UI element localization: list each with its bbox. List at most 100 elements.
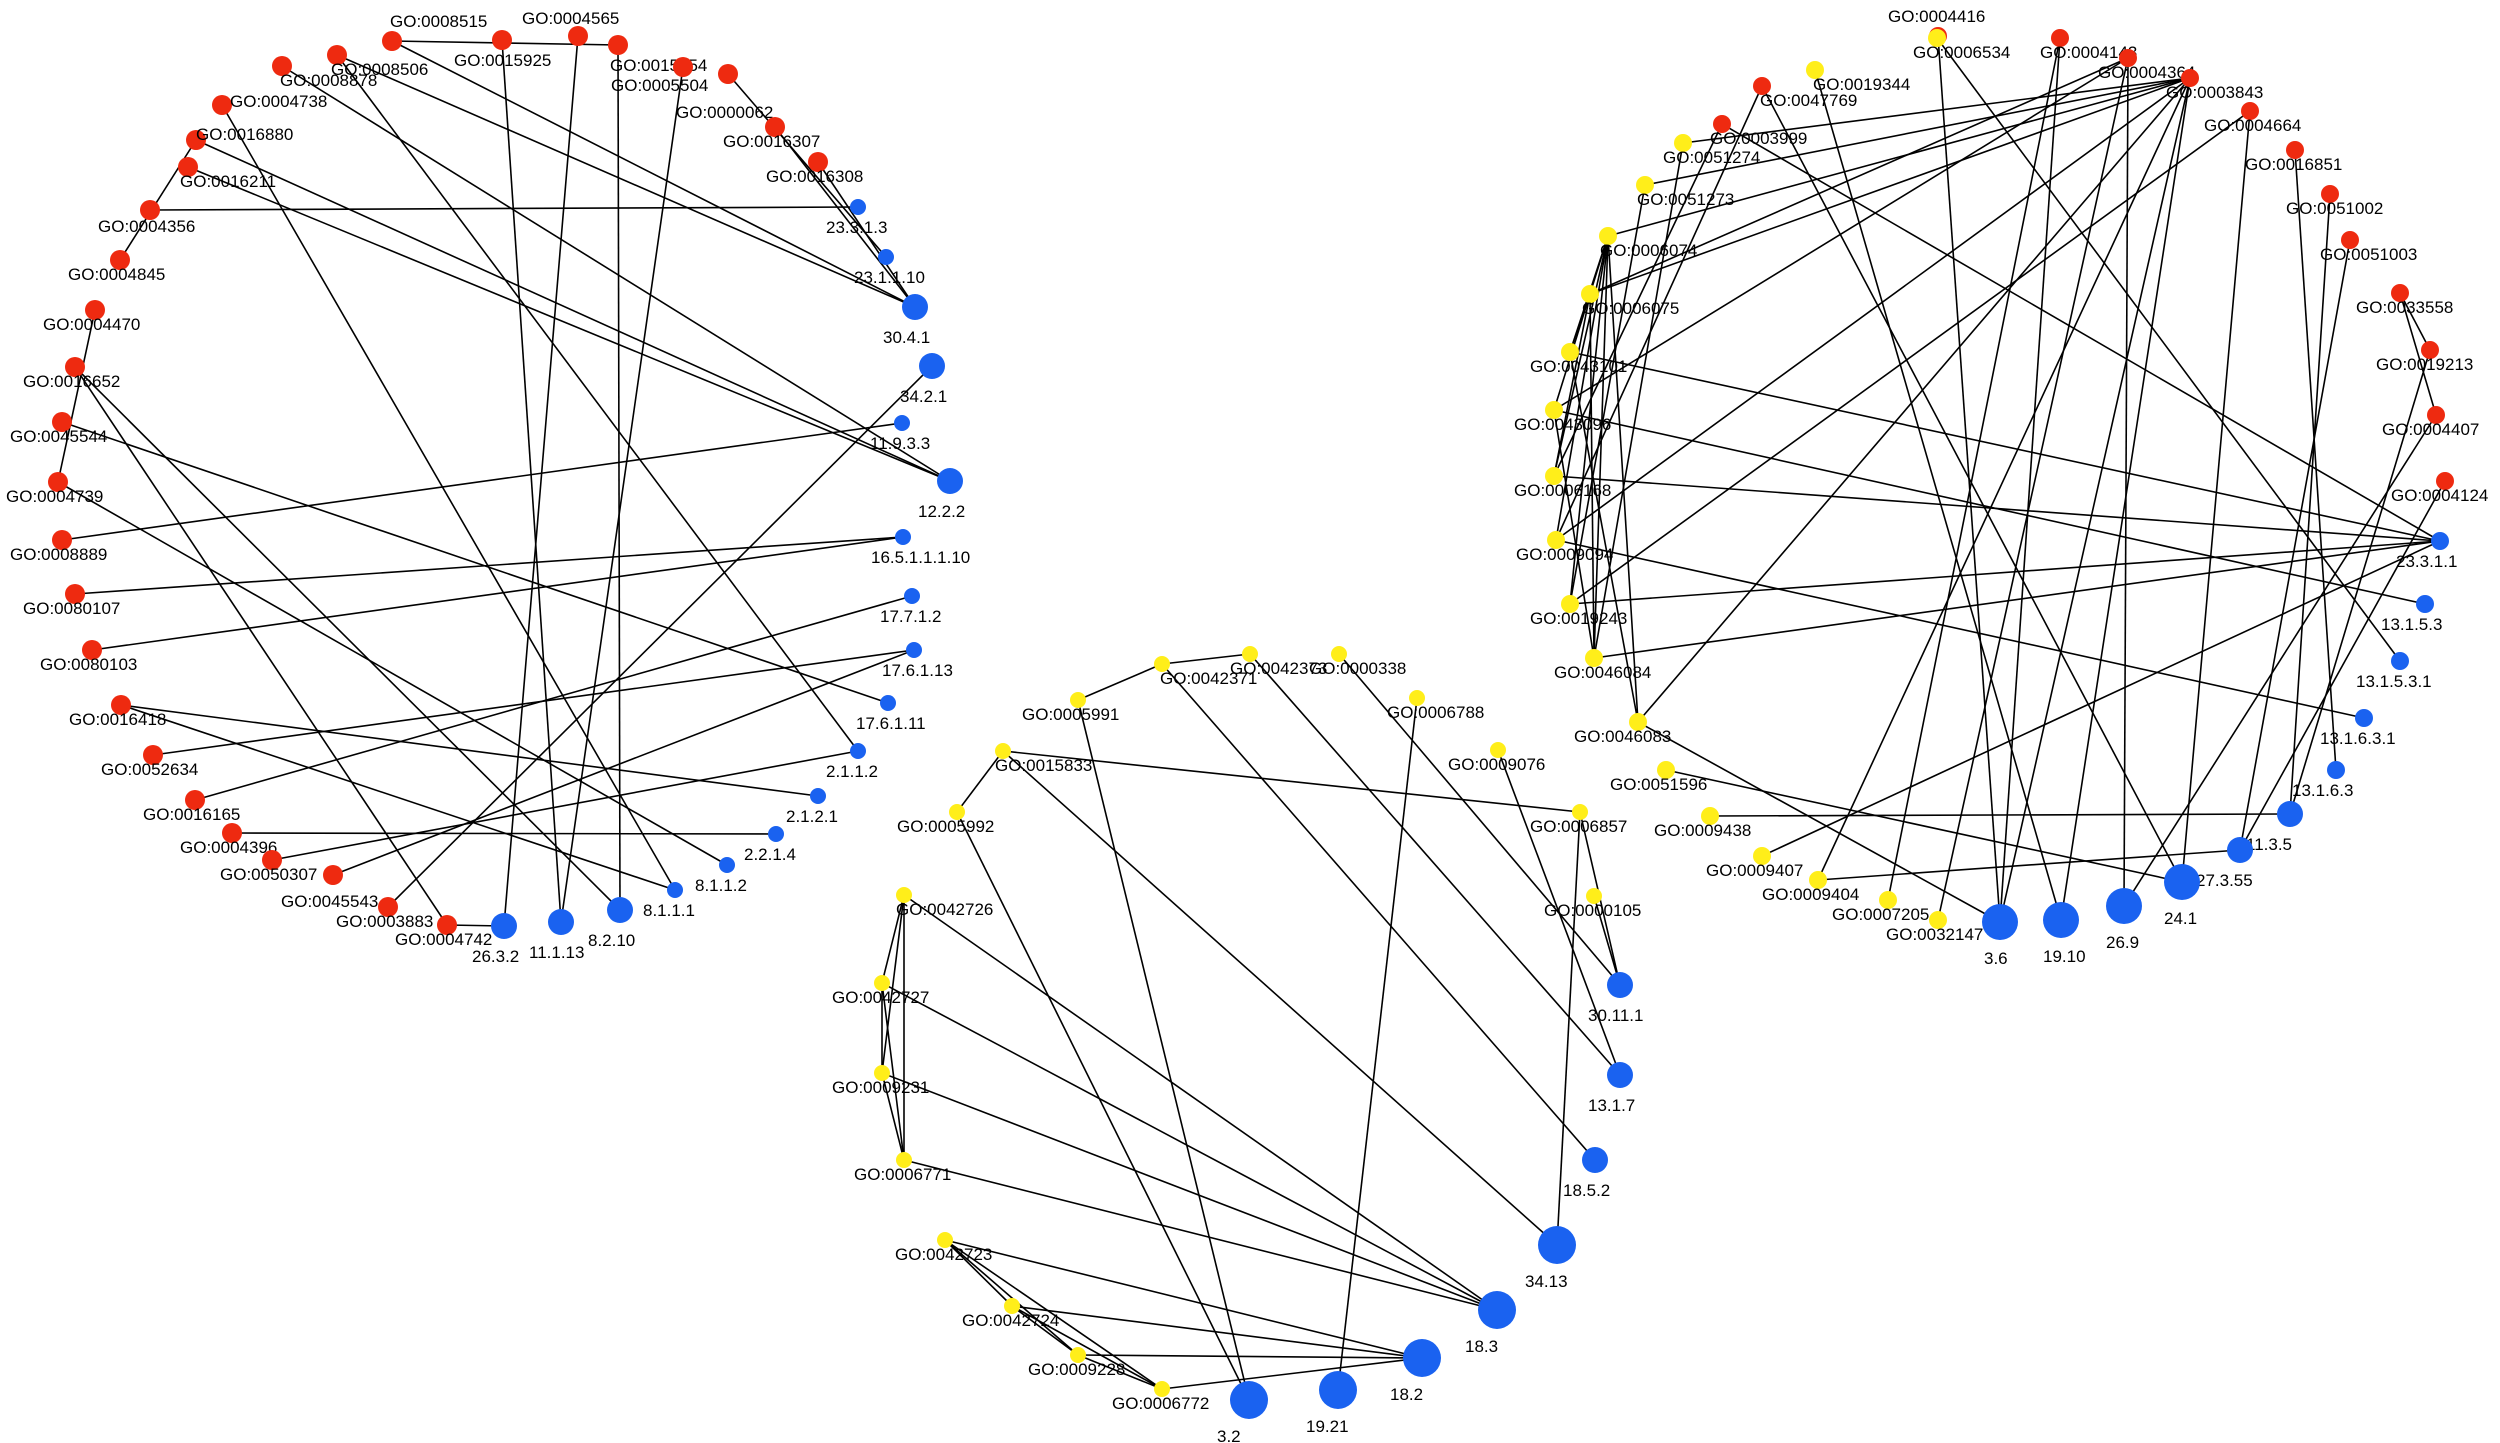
node-go-0016652[interactable] xyxy=(65,357,85,377)
node-26-9[interactable] xyxy=(2106,888,2142,924)
node-go-0004407[interactable] xyxy=(2427,406,2445,424)
node-go-0004738[interactable] xyxy=(212,95,232,115)
node-go-0004124[interactable] xyxy=(2436,472,2454,490)
node-go-0009438[interactable] xyxy=(1701,807,1719,825)
node-23-3-1-1[interactable] xyxy=(2431,532,2449,550)
node-go-0015925[interactable] xyxy=(492,30,512,50)
node-13-1-5-3-1[interactable] xyxy=(2391,652,2409,670)
node-26-3-2[interactable] xyxy=(491,913,517,939)
node-go-0016308[interactable] xyxy=(808,152,828,172)
node-go-0004396[interactable] xyxy=(222,823,242,843)
node-go-0051274[interactable] xyxy=(1674,134,1692,152)
node-11-9-3-3[interactable] xyxy=(894,415,910,431)
node-go-0042373[interactable] xyxy=(1242,646,1258,662)
node-34-2-1[interactable] xyxy=(919,353,945,379)
node-23-1-1-10[interactable] xyxy=(878,249,894,265)
node-go-0004470[interactable] xyxy=(85,300,105,320)
node-go-0005991[interactable] xyxy=(1070,692,1086,708)
node-go-0016165[interactable] xyxy=(185,790,205,810)
node-go-0015833[interactable] xyxy=(995,743,1011,759)
node-go-0005992[interactable] xyxy=(949,804,965,820)
node-go-0042726[interactable] xyxy=(896,887,912,903)
node-3-2[interactable] xyxy=(1230,1381,1268,1419)
node-go-0016880[interactable] xyxy=(186,130,206,150)
node-go-0006074[interactable] xyxy=(1599,227,1617,245)
node-go-0015154[interactable] xyxy=(608,35,628,55)
node-go-0003883[interactable] xyxy=(378,897,398,917)
node-go-0003999[interactable] xyxy=(1713,115,1731,133)
node-12-2-2[interactable] xyxy=(937,468,963,494)
node-27-3-55[interactable] xyxy=(2227,837,2253,863)
node-go-0006075[interactable] xyxy=(1581,285,1599,303)
node-go-0004143[interactable] xyxy=(2051,29,2069,47)
node-go-0009404[interactable] xyxy=(1809,871,1827,889)
node-2-1-2-1[interactable] xyxy=(810,788,826,804)
node-go-0045544[interactable] xyxy=(52,412,72,432)
node-go-0019243[interactable] xyxy=(1561,595,1579,613)
node-11-3-5[interactable] xyxy=(2277,801,2303,827)
node-go-0006168[interactable] xyxy=(1545,467,1563,485)
node-go-0042371[interactable] xyxy=(1154,656,1170,672)
node-go-0004742[interactable] xyxy=(437,915,457,935)
node-17-7-1-2[interactable] xyxy=(904,588,920,604)
node-go-0009407[interactable] xyxy=(1753,847,1771,865)
node-go-0006788[interactable] xyxy=(1409,690,1425,706)
node-18-3[interactable] xyxy=(1478,1291,1516,1329)
node-go-0046083[interactable] xyxy=(1629,713,1647,731)
node-go-0000062[interactable] xyxy=(718,64,738,84)
node-23-3-1-3[interactable] xyxy=(850,199,866,215)
node-go-0005504[interactable] xyxy=(673,57,693,77)
node-go-0045543[interactable] xyxy=(323,865,343,885)
node-19-21[interactable] xyxy=(1319,1371,1357,1409)
node-go-0006772[interactable] xyxy=(1154,1381,1170,1397)
node-go-0004664[interactable] xyxy=(2241,102,2259,120)
node-go-0004356[interactable] xyxy=(140,200,160,220)
node-go-0000338[interactable] xyxy=(1331,646,1347,662)
node-17-6-1-13[interactable] xyxy=(906,642,922,658)
node-go-0019213[interactable] xyxy=(2421,341,2439,359)
node-go-0016418[interactable] xyxy=(111,695,131,715)
node-go-0006857[interactable] xyxy=(1572,804,1588,820)
node-go-0051002[interactable] xyxy=(2321,185,2339,203)
node-18-2[interactable] xyxy=(1403,1339,1441,1377)
node-go-0004565[interactable] xyxy=(568,26,588,46)
node-13-1-7[interactable] xyxy=(1607,1062,1633,1088)
node-go-0042727[interactable] xyxy=(874,975,890,991)
node-go-0006534[interactable] xyxy=(1928,29,1946,47)
node-go-0004364[interactable] xyxy=(2119,49,2137,67)
node-13-1-6-3-1[interactable] xyxy=(2355,709,2373,727)
node-go-0016307[interactable] xyxy=(765,117,785,137)
node-go-0043096[interactable] xyxy=(1545,401,1563,419)
node-go-0046084[interactable] xyxy=(1585,649,1603,667)
node-go-0009076[interactable] xyxy=(1490,742,1506,758)
node-go-0008515[interactable] xyxy=(382,31,402,51)
node-8-1-1-1[interactable] xyxy=(667,882,683,898)
node-go-0042724[interactable] xyxy=(1004,1298,1020,1314)
node-2-1-1-2[interactable] xyxy=(850,743,866,759)
node-go-0080103[interactable] xyxy=(82,640,102,660)
node-30-4-1[interactable] xyxy=(902,294,928,320)
node-go-0004739[interactable] xyxy=(48,472,68,492)
node-go-0050307[interactable] xyxy=(262,850,282,870)
node-go-0000105[interactable] xyxy=(1586,888,1602,904)
node-30-11-1[interactable] xyxy=(1607,972,1633,998)
node-16-5-1-1-1-10[interactable] xyxy=(895,529,911,545)
node-go-0051596[interactable] xyxy=(1657,761,1675,779)
node-go-0006771[interactable] xyxy=(896,1152,912,1168)
node-go-0032147[interactable] xyxy=(1929,911,1947,929)
node-11-1-13[interactable] xyxy=(548,909,574,935)
node-go-0008889[interactable] xyxy=(52,530,72,550)
node-go-0033558[interactable] xyxy=(2391,284,2409,302)
node-13-1-5-3[interactable] xyxy=(2416,595,2434,613)
node-24-1[interactable] xyxy=(2164,864,2200,900)
node-go-0004845[interactable] xyxy=(110,250,130,270)
node-8-2-10[interactable] xyxy=(607,897,633,923)
node-go-0003843[interactable] xyxy=(2181,69,2199,87)
node-go-0043101[interactable] xyxy=(1561,343,1579,361)
node-go-0016851[interactable] xyxy=(2286,141,2304,159)
node-go-0047769[interactable] xyxy=(1753,77,1771,95)
node-19-10[interactable] xyxy=(2043,902,2079,938)
node-go-0051273[interactable] xyxy=(1636,176,1654,194)
node-go-0009228[interactable] xyxy=(1070,1347,1086,1363)
node-go-0008506[interactable] xyxy=(327,45,347,65)
